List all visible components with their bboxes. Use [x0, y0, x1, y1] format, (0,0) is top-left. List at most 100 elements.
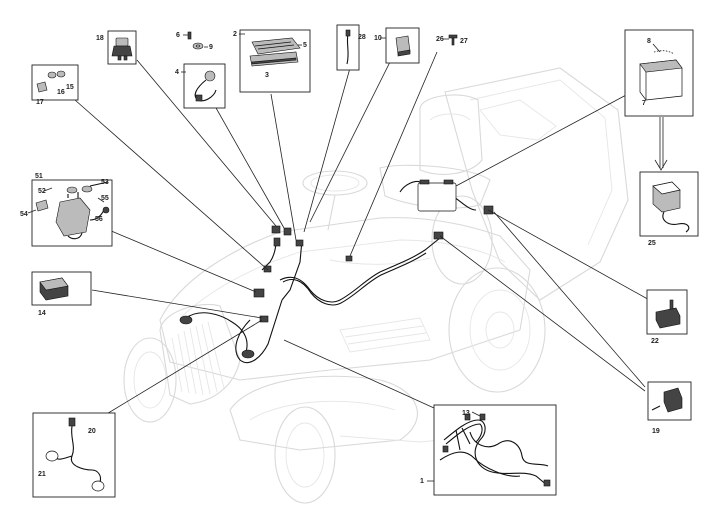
label-10: 10 — [374, 35, 382, 42]
screw-6 — [187, 31, 192, 40]
battery-installed — [399, 179, 457, 212]
detail-box-51 — [31, 179, 113, 247]
body-outline — [159, 217, 531, 381]
fuse-box-edge — [251, 57, 297, 65]
solenoid-bolt — [102, 206, 110, 214]
bulb-plug — [68, 417, 76, 427]
label-27: 27 — [460, 38, 468, 45]
tick-13 — [471, 411, 481, 417]
tick-52 — [43, 187, 53, 192]
connector-mark — [283, 227, 292, 236]
sensor-head — [204, 70, 216, 82]
label-3: 3 — [265, 72, 269, 79]
box-frame — [433, 404, 557, 496]
tick-8 — [652, 43, 661, 53]
dash-line — [329, 257, 431, 265]
washer-9-hole — [196, 44, 200, 48]
battery-strap — [653, 50, 675, 55]
bulb — [45, 450, 59, 462]
leader-4 — [206, 91, 285, 229]
label-1: 1 — [420, 478, 424, 485]
front-left-wheel-hub — [133, 351, 167, 409]
harness-loop-b — [445, 423, 483, 445]
leader-15 — [74, 99, 269, 271]
detail-box-2 — [239, 29, 311, 93]
main-wiring-harness — [185, 192, 477, 364]
label-19: 19 — [652, 428, 660, 435]
label-51: 51 — [35, 173, 43, 180]
connector-mark — [345, 255, 353, 262]
leader-18 — [136, 59, 277, 227]
sensor-washer-parts — [187, 31, 204, 50]
bulb — [91, 480, 105, 492]
label-4: 4 — [175, 69, 179, 76]
leader-19b — [439, 235, 646, 392]
harness-main-run — [279, 237, 441, 303]
detail-box-1 — [433, 404, 557, 496]
connector-mark — [433, 231, 444, 240]
label-53: 53 — [101, 179, 109, 186]
charger-cable — [662, 211, 690, 233]
leader-28 — [303, 67, 351, 233]
label-22: 22 — [651, 338, 659, 345]
solenoid-nut — [81, 185, 93, 193]
terminal-cap — [47, 71, 57, 79]
label-8: 8 — [647, 38, 651, 45]
detail-box-19 — [647, 381, 692, 421]
terminal-block — [36, 81, 48, 93]
detail-box-18 — [107, 30, 137, 65]
connector-mark — [263, 265, 272, 273]
seat-back — [419, 94, 483, 175]
battery-terminal — [443, 179, 454, 185]
leader-7 — [455, 93, 629, 187]
leader-20 — [99, 319, 263, 419]
solenoid-boot — [35, 199, 49, 212]
leader-26 — [349, 51, 438, 257]
connector-mark — [295, 239, 304, 247]
seat-base — [379, 164, 491, 209]
screw-head — [448, 34, 458, 39]
solenoid-posts — [67, 192, 79, 198]
connector-mark — [273, 237, 281, 247]
label-13: 13 — [462, 410, 470, 417]
harness-front-branch — [235, 299, 283, 364]
detail-box-28 — [336, 24, 360, 71]
part-labels: 18 6 9 4 2 5 3 28 10 26 27 15 16 17 51 5… — [20, 31, 660, 485]
harness-connector — [479, 413, 486, 421]
leader-lines — [74, 51, 668, 419]
harness-dash-branch — [281, 239, 303, 301]
screw-shank — [451, 37, 455, 46]
rear-left-wheel — [431, 195, 493, 285]
key-switch-base — [111, 45, 133, 57]
detail-box-15 — [31, 64, 79, 101]
box-frame — [31, 64, 79, 101]
harness-connector — [464, 413, 471, 421]
solenoid-body — [55, 197, 91, 237]
solenoid-nut — [66, 186, 78, 194]
leader-1 — [283, 339, 435, 409]
harness-loop-c — [439, 451, 521, 477]
key-pin — [117, 55, 122, 61]
collector-bag-outline — [444, 67, 629, 301]
front-left-wheel — [123, 337, 177, 423]
label-6: 6 — [176, 32, 180, 39]
box-frame — [647, 381, 692, 421]
switch-19-lead — [651, 405, 661, 411]
leader-10 — [309, 61, 391, 223]
screw-26 — [448, 34, 458, 46]
footrest-ribs — [344, 325, 427, 345]
bulb-cable — [70, 425, 102, 483]
charger-top — [652, 181, 681, 195]
front-right-wheel-hub — [285, 422, 325, 488]
battery-terminal — [419, 179, 430, 185]
collector-bag-inner — [469, 79, 613, 246]
solenoid-rod — [89, 181, 109, 187]
label-28: 28 — [358, 34, 366, 41]
headlight-bulb-mark — [241, 349, 255, 359]
steering-wheel-inner — [310, 174, 360, 192]
detail-box-14 — [31, 271, 92, 306]
mower-deck — [229, 375, 418, 451]
seat-back-line — [429, 113, 471, 121]
collector-handle — [479, 99, 557, 141]
lead-wire — [346, 33, 349, 65]
